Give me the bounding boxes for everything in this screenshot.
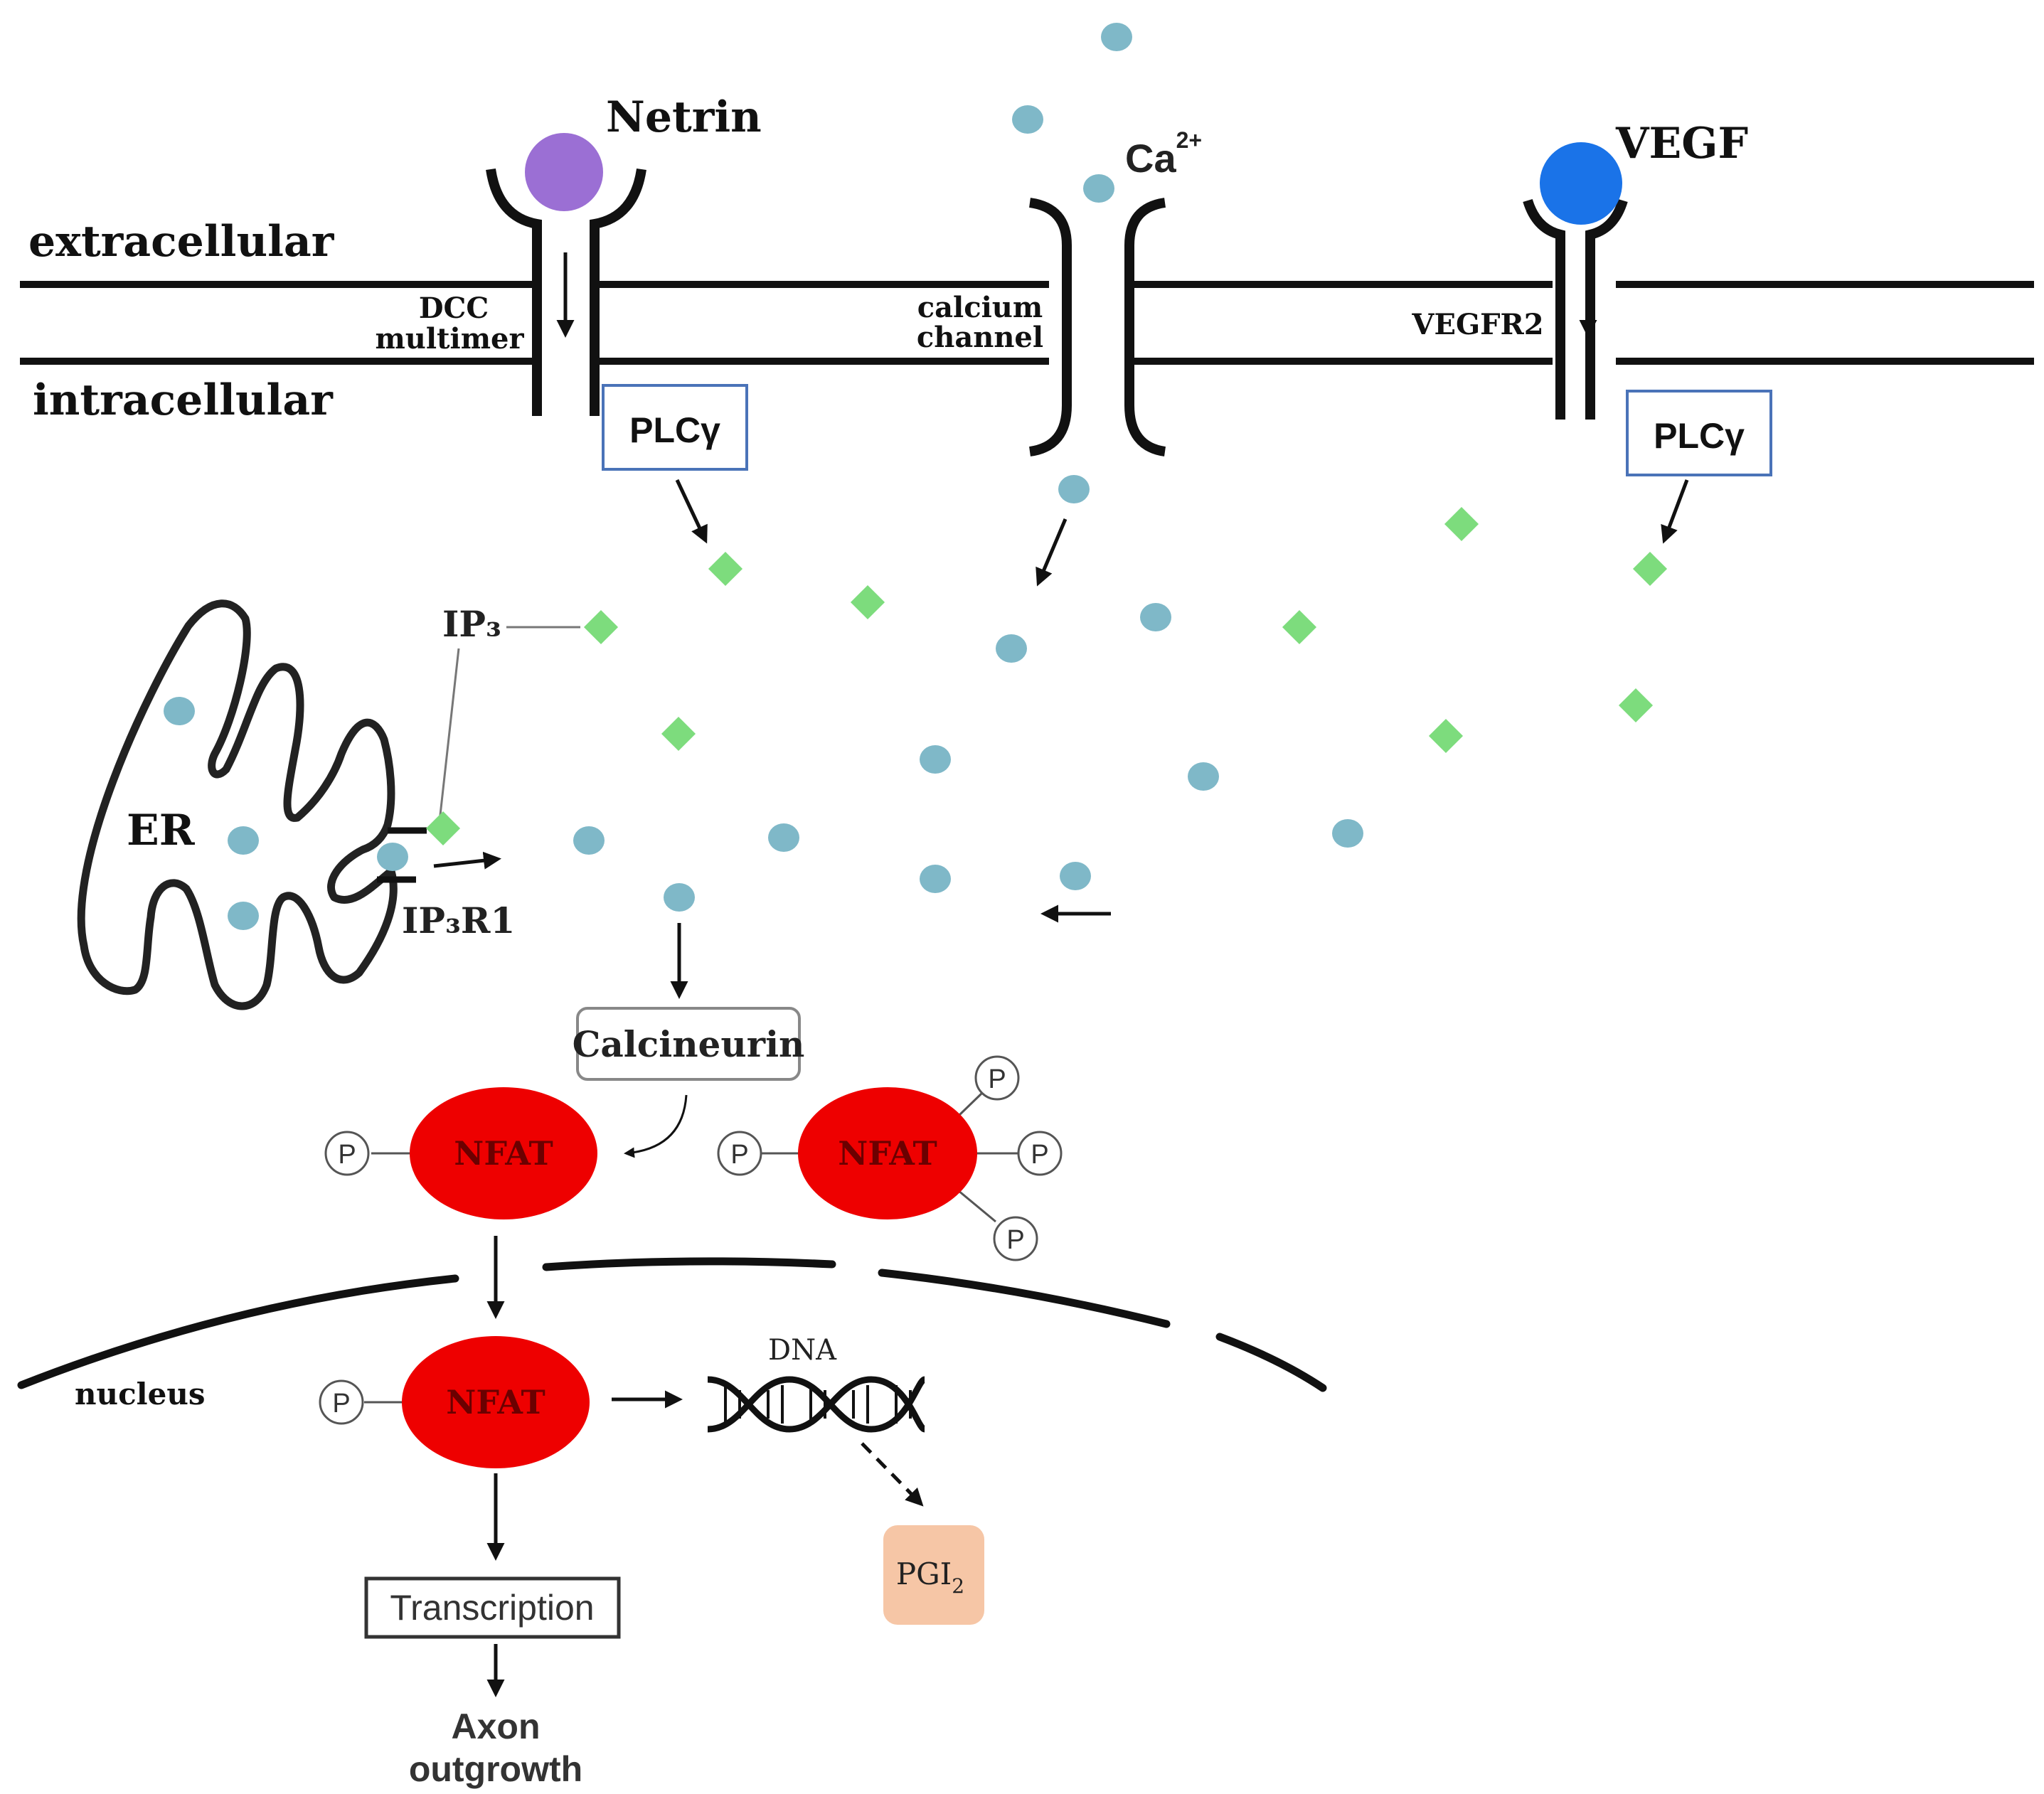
axon-outgrowth-line1: Axon <box>452 1707 541 1746</box>
calcium-ion <box>1058 475 1090 503</box>
phosphate-label: P <box>1031 1140 1048 1170</box>
endoplasmic-reticulum <box>77 599 398 1010</box>
dcc-label-line2: multimer <box>375 322 524 356</box>
calcium-ion <box>1060 862 1091 890</box>
calcium-ion <box>920 865 951 893</box>
transcription-text: Transcription <box>390 1588 594 1628</box>
pathway-arrows <box>433 479 1689 1697</box>
calcium-ion <box>1140 603 1171 631</box>
vegf-ligand <box>1540 142 1622 225</box>
intracellular-label: intracellular <box>33 375 334 425</box>
calcium-ion <box>228 902 259 930</box>
dna-label: DNA <box>768 1334 837 1367</box>
ip3-label: IP₃ <box>442 603 501 645</box>
vegf-label: VEGF <box>1615 119 1748 169</box>
ip3-diamond <box>1428 718 1464 754</box>
phosphate-group: P <box>974 1055 1020 1101</box>
vegfr2-label: VEGFR2 <box>1411 308 1543 341</box>
ip3-diamond <box>1618 688 1654 723</box>
calcium-ion-label: Ca2+ <box>1125 127 1202 181</box>
pgi2-main: PGI <box>896 1557 952 1591</box>
calcineurin-text: Calcineurin <box>573 1023 805 1065</box>
calcium-ion <box>164 697 195 725</box>
nfat-nucleus: NFAT <box>402 1336 590 1468</box>
calcium-ion <box>1012 105 1043 134</box>
pgi2-box: PGI2 <box>883 1525 984 1625</box>
dcc-label-line1: DCC <box>419 292 489 325</box>
ip3-diamond <box>1282 609 1317 645</box>
ip3-diamond <box>1444 506 1479 542</box>
calcium-ion <box>1083 174 1114 203</box>
vegfr2-receptor <box>1523 198 1628 420</box>
nfat-text: NFAT <box>838 1134 937 1173</box>
plcy-left-text: PLCγ <box>629 410 720 450</box>
pgi2-text: PGI2 <box>896 1557 964 1598</box>
phosphate-group: P <box>1017 1131 1063 1176</box>
calcium-ion <box>996 634 1027 663</box>
extracellular-label: extracellular <box>28 217 335 267</box>
calcium-ion <box>1101 23 1132 51</box>
ip3r1-label: IP₃R1 <box>402 899 515 941</box>
nfat-cytoplasm-dephosphorylated: NFAT <box>410 1087 597 1219</box>
ip3-pointer-diagonal <box>438 648 460 822</box>
plcy-box-left: PLCγ <box>602 384 748 471</box>
phosphate-group: P <box>717 1131 762 1176</box>
ip3-diamond <box>850 584 885 620</box>
ip3-molecules <box>425 506 1668 846</box>
calcium-ions <box>164 23 1363 930</box>
plcy-right-text: PLCγ <box>1654 416 1745 456</box>
phosphate-group: P <box>993 1216 1038 1261</box>
netrin-label: Netrin <box>606 92 762 142</box>
netrin-ligand <box>525 133 603 211</box>
axon-outgrowth-line2: outgrowth <box>409 1749 582 1789</box>
ip3-diamond <box>583 609 619 645</box>
nfat-text: NFAT <box>454 1134 553 1173</box>
ca-text: Ca <box>1125 136 1176 181</box>
calcium-ion <box>377 843 408 871</box>
phosphate-group: P <box>324 1131 370 1176</box>
phosphate-label: P <box>730 1140 748 1170</box>
phosphate-label: P <box>1006 1225 1024 1255</box>
calcium-channel-label-line1: calcium <box>917 291 1043 324</box>
nuclear-envelope <box>17 1257 1327 1392</box>
cell-membrane <box>20 281 2034 365</box>
calcineurin-box: Calcineurin <box>573 1007 805 1081</box>
nfat-cytoplasm-phosphorylated: NFAT <box>798 1087 977 1219</box>
transcription-box: Transcription <box>364 1576 621 1639</box>
phosphate-group: P <box>319 1379 364 1425</box>
calcium-ion <box>573 826 605 855</box>
phosphate-label: P <box>338 1140 356 1170</box>
calcium-ion <box>1188 762 1219 791</box>
calcium-channel <box>1028 198 1166 456</box>
nfat-text: NFAT <box>446 1383 545 1421</box>
calcium-channel-label-line2: channel <box>917 321 1043 354</box>
plcy-box-right: PLCγ <box>1626 390 1772 476</box>
calcium-ion <box>664 883 695 912</box>
phosphate-groups: P P P P P P <box>319 1055 1063 1425</box>
dcc-receptor <box>486 168 646 416</box>
nucleus-label: nucleus <box>75 1377 206 1411</box>
ip3-diamond <box>661 716 696 752</box>
calcium-ion <box>1332 819 1363 848</box>
ca-superscript: 2+ <box>1176 127 1202 153</box>
ip3-diamond <box>708 551 743 587</box>
calcium-ion <box>768 823 799 852</box>
pgi2-subscript: 2 <box>952 1574 964 1598</box>
ip3-diamond <box>425 811 461 846</box>
ip3-diamond <box>1632 551 1668 587</box>
calcium-ion <box>920 745 951 774</box>
phosphate-label: P <box>988 1064 1006 1094</box>
calcium-ion <box>228 826 259 855</box>
phosphate-label: P <box>332 1389 350 1419</box>
dna-helix-icon <box>707 1376 927 1433</box>
er-label: ER <box>127 806 196 855</box>
